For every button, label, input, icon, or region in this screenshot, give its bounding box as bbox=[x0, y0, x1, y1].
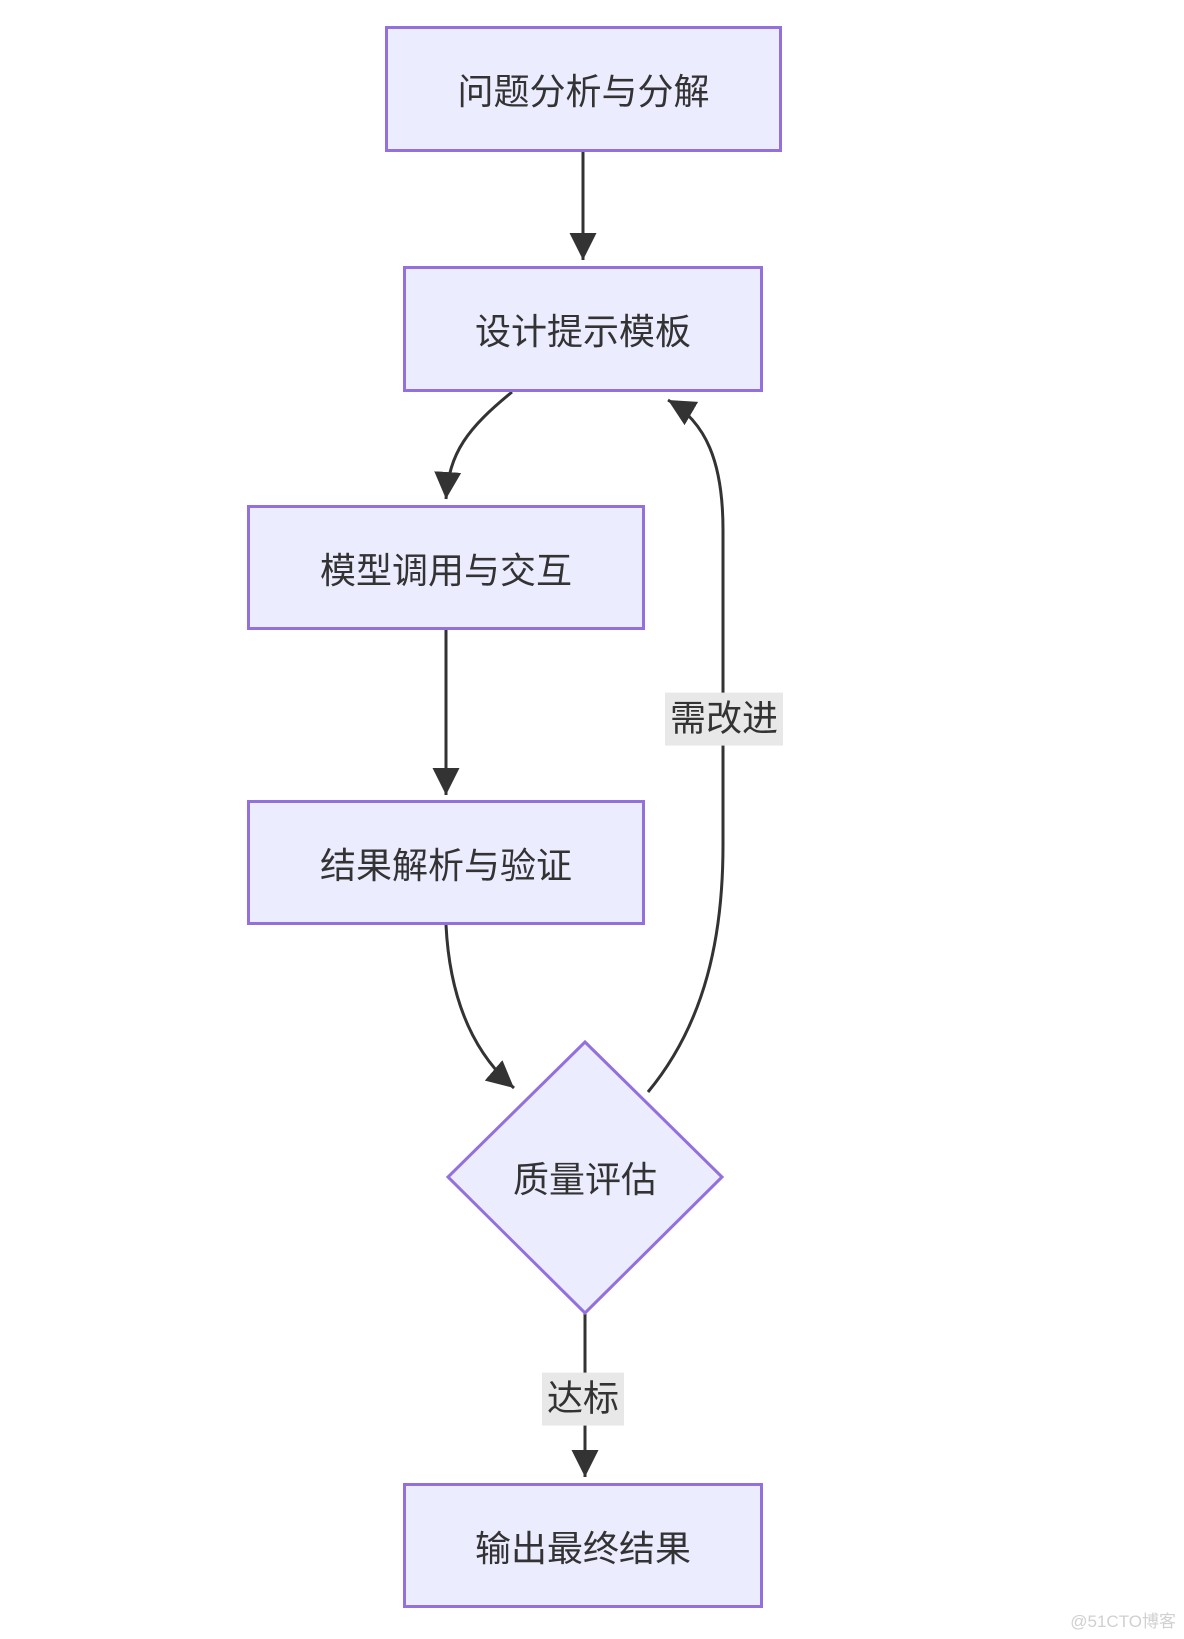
node-final-output: 输出最终结果 bbox=[403, 1483, 763, 1608]
node-label: 结果解析与验证 bbox=[319, 844, 572, 886]
node-quality-check-label: 质量评估 bbox=[513, 1151, 657, 1203]
node-quality-check-diamond bbox=[445, 1039, 725, 1316]
node-label: 输出最终结果 bbox=[474, 1527, 691, 1569]
edge-label-pass: 达标 bbox=[541, 1372, 625, 1426]
edge-label-needs-improvement: 需改进 bbox=[664, 692, 784, 746]
node-result-parsing: 结果解析与验证 bbox=[247, 800, 645, 925]
node-model-invocation: 模型调用与交互 bbox=[247, 505, 645, 630]
node-label: 问题分析与分解 bbox=[457, 71, 710, 112]
edge-parse-to-quality bbox=[444, 924, 515, 1090]
node-label: 设计提示模板 bbox=[474, 311, 691, 352]
edge-quality-to-template-loop bbox=[646, 398, 725, 1093]
node-design-prompt-template: 设计提示模板 bbox=[403, 266, 763, 392]
node-label: 质量评估 bbox=[512, 1159, 658, 1200]
edge-template-to-model bbox=[434, 390, 513, 500]
node-label: 模型调用与交互 bbox=[319, 549, 572, 591]
edge-label-text: 达标 bbox=[546, 1377, 620, 1419]
watermark: @51CTO博客 bbox=[1070, 1612, 1176, 1631]
node-problem-analysis: 问题分析与分解 bbox=[385, 26, 782, 152]
edge-label-text: 需改进 bbox=[669, 697, 779, 739]
